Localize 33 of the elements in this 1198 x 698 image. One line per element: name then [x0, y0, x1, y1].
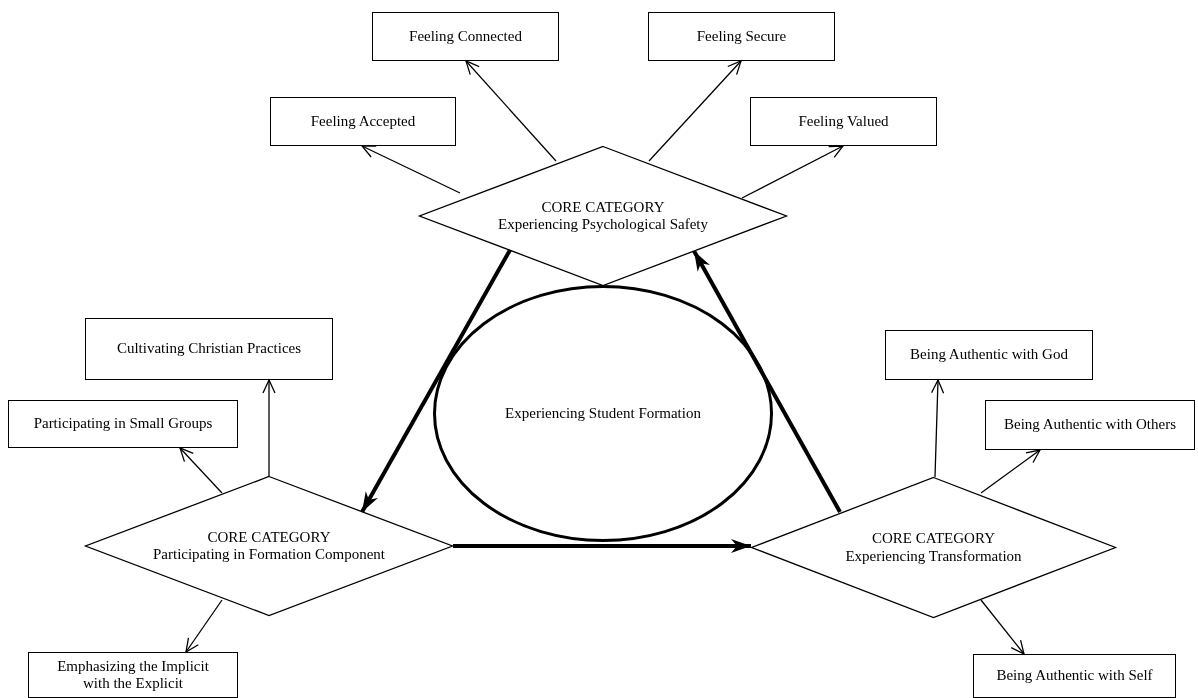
category-heading: CORE CATEGORY [207, 528, 331, 546]
arrow [648, 60, 742, 162]
core-category-diamond [751, 477, 1116, 618]
core-category-diamond [85, 476, 453, 616]
thick-arrow [360, 249, 512, 513]
concept-box: Being Authentic with Others [985, 400, 1195, 450]
arrow [185, 599, 223, 653]
central-ellipse: Experiencing Student Formation [433, 285, 773, 542]
arrow [980, 599, 1025, 655]
arrow [930, 379, 945, 478]
concept-box: Cultivating Christian Practices [85, 318, 333, 380]
concept-box: Being Authentic with God [885, 330, 1093, 380]
concept-box: Participating in Small Groups [8, 400, 238, 448]
concept-box: Being Authentic with Self [973, 654, 1176, 698]
concept-box: Feeling Accepted [270, 97, 456, 146]
core-category-diamond [419, 146, 787, 286]
thick-arrow [453, 539, 751, 553]
category-name: Experiencing Transformation [845, 547, 1022, 565]
category-heading: CORE CATEGORY [872, 530, 995, 548]
arrow [361, 145, 461, 194]
concept-box: Feeling Secure [648, 12, 835, 61]
category-heading: CORE CATEGORY [541, 198, 665, 216]
thick-arrow [692, 250, 842, 513]
arrow [465, 60, 557, 162]
arrow [179, 447, 223, 494]
concept-box: Feeling Connected [372, 12, 559, 61]
category-name: Participating in Formation Component [152, 546, 386, 564]
arrow [741, 145, 844, 199]
arrow [262, 379, 276, 477]
concept-box: Feeling Valued [750, 97, 937, 146]
category-name: Experiencing Psychological Safety [498, 216, 708, 234]
concept-box: Emphasizing the Implicit with the Explicit [28, 652, 238, 698]
arrow [980, 449, 1041, 494]
